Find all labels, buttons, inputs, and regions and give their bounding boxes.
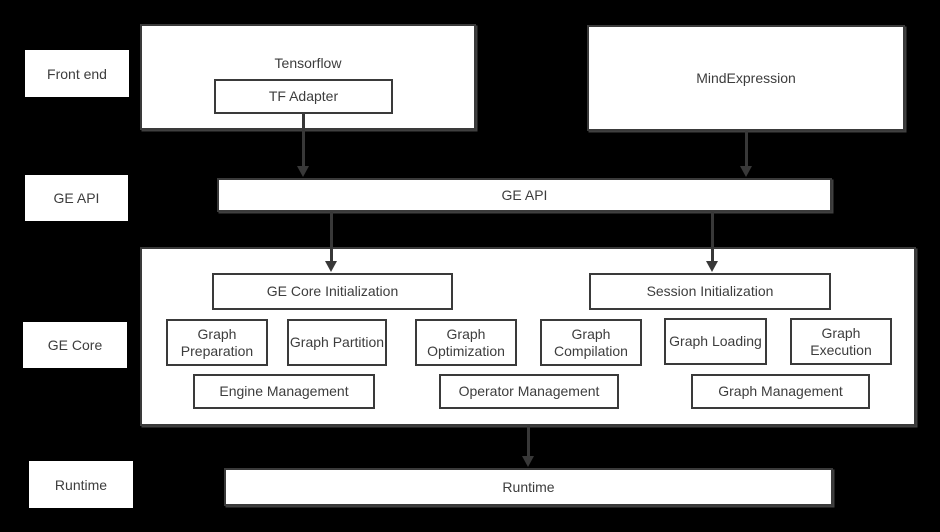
runtime-bar: Runtime (224, 468, 833, 506)
tensorflow-label: Tensorflow (274, 55, 342, 71)
graph-loading-box: Graph Loading (664, 318, 767, 365)
arrow-mindexpression-to-ge-api (740, 131, 753, 177)
arrow-down-icon (706, 261, 718, 272)
row-label-runtime: Runtime (29, 461, 133, 508)
arrow-down-icon (740, 166, 752, 177)
row-label-ge-api: GE API (25, 175, 128, 221)
engine-management-box: Engine Management (193, 374, 375, 409)
arrow-shaft (527, 426, 530, 458)
arrow-ge-api-to-session-initialization (706, 212, 719, 272)
arrow-shaft (302, 114, 305, 168)
arrow-shaft (745, 131, 748, 168)
tensorflow-box: Tensorflow TF Adapter (140, 24, 476, 130)
ge-core-initialization-box: GE Core Initialization (212, 273, 453, 310)
tf-adapter-box: TF Adapter (214, 79, 393, 114)
session-initialization-box: Session Initialization (589, 273, 831, 310)
arrow-down-icon (325, 261, 337, 272)
arrow-down-icon (522, 456, 534, 467)
mindexpression-box: MindExpression (587, 25, 905, 131)
arrow-ge-api-to-ge-core-initialization (325, 212, 338, 272)
arrow-ge-core-to-runtime (522, 426, 535, 467)
graph-preparation-box: Graph Preparation (166, 319, 268, 366)
graph-partition-box: Graph Partition (287, 319, 387, 366)
arrow-down-icon (297, 166, 309, 177)
graph-management-box: Graph Management (691, 374, 870, 409)
arrow-tf-adapter-to-ge-api (297, 114, 310, 177)
row-label-ge-core: GE Core (23, 322, 127, 368)
graph-execution-box: Graph Execution (790, 318, 892, 365)
arrow-shaft (330, 212, 333, 263)
graph-optimization-box: Graph Optimization (415, 319, 517, 366)
arrow-shaft (711, 212, 714, 263)
row-label-front-end: Front end (25, 50, 129, 97)
graph-compilation-box: Graph Compilation (540, 319, 642, 366)
ge-api-bar: GE API (217, 178, 832, 212)
operator-management-box: Operator Management (439, 374, 619, 409)
